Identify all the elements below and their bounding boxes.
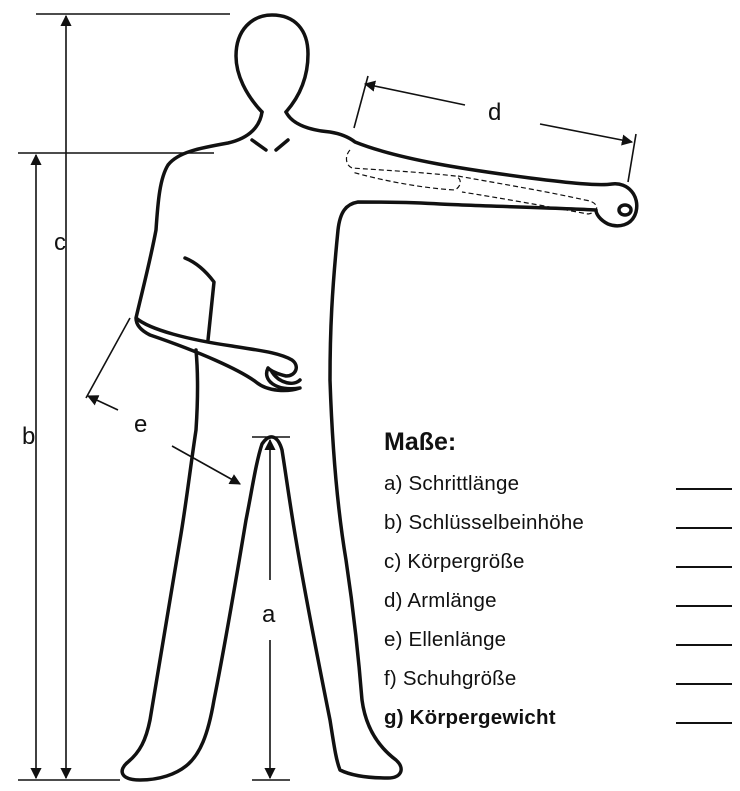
label-c: c	[54, 229, 66, 256]
answer-blank[interactable]	[676, 605, 732, 607]
measurement-legend: Maße: a) Schrittlänge b) Schlüsselbeinhö…	[384, 428, 734, 745]
d-dimension-line-left	[365, 84, 465, 105]
clavicle-mark-right	[276, 140, 288, 150]
legend-title: Maße:	[384, 428, 734, 458]
e-dimension-line-lower	[172, 446, 240, 484]
legend-item-a: a) Schrittlänge	[384, 472, 734, 511]
legend-item-label: c) Körpergröße	[384, 550, 525, 574]
label-e: e	[134, 411, 147, 438]
legend-item-g: g) Körpergewicht	[384, 706, 734, 745]
legend-item-label: g) Körpergewicht	[384, 706, 556, 730]
d-dimension-line-right	[540, 124, 632, 142]
answer-blank[interactable]	[676, 566, 732, 568]
answer-blank[interactable]	[676, 644, 732, 646]
armpit-outline	[185, 258, 214, 340]
legend-item-f: f) Schuhgröße	[384, 667, 734, 706]
head-outline	[236, 15, 308, 112]
d-left-tick	[354, 76, 368, 128]
legend-item-label: d) Armlänge	[384, 589, 497, 613]
answer-blank[interactable]	[676, 527, 732, 529]
clavicle-mark-left	[252, 140, 266, 150]
fist-outline	[619, 205, 631, 215]
legend-item-d: d) Armlänge	[384, 589, 734, 628]
e-dimension-line-upper	[86, 318, 130, 398]
legend-item-label: e) Ellenlänge	[384, 628, 506, 652]
e-arrow-upper	[88, 396, 118, 410]
answer-blank[interactable]	[676, 722, 732, 724]
legend-item-c: c) Körpergröße	[384, 550, 734, 589]
answer-blank[interactable]	[676, 488, 732, 490]
label-a: a	[262, 601, 276, 628]
label-d: d	[488, 99, 501, 126]
legend-item-b: b) Schlüsselbeinhöhe	[384, 511, 734, 550]
label-b: b	[22, 423, 35, 450]
legend-item-e: e) Ellenlänge	[384, 628, 734, 667]
answer-blank[interactable]	[676, 683, 732, 685]
legend-item-label: b) Schlüsselbeinhöhe	[384, 511, 584, 535]
legend-item-label: f) Schuhgröße	[384, 667, 517, 691]
legend-item-label: a) Schrittlänge	[384, 472, 519, 496]
